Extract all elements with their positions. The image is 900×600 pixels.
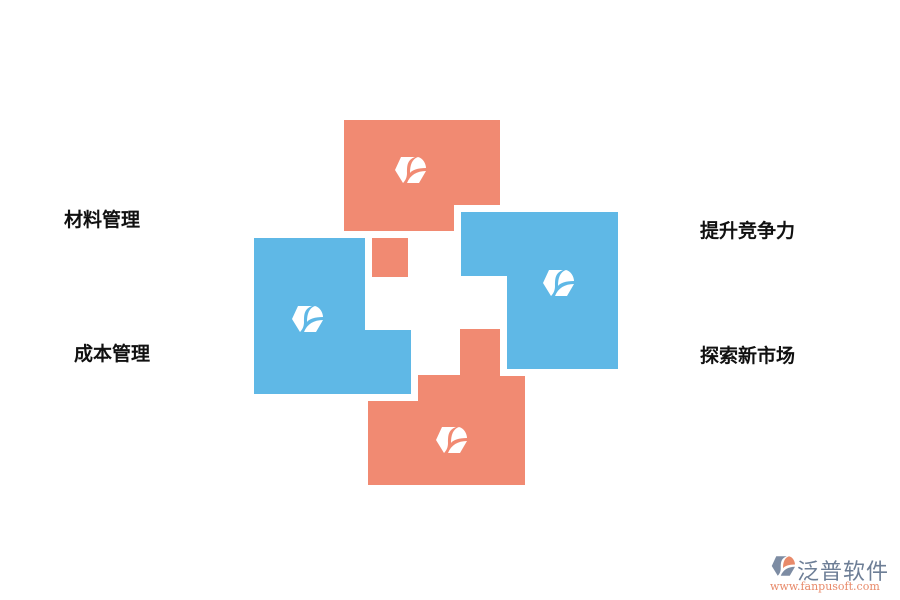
label-explore-new-market: 探索新市场 [700,345,796,367]
small-salmon-square [372,238,408,277]
label-improve-competitiveness: 提升竞争力 [700,220,796,242]
watermark-name: 泛普软件 [797,560,890,585]
watermark-url: www.fanpusoft.com [770,580,880,593]
label-cost-management: 成本管理 [74,343,151,365]
label-material-management: 材料管理 [64,209,141,231]
watermark-logo-icon [771,556,795,576]
bottom-salmon-block [368,329,525,485]
left-blue-block [254,238,411,394]
right-blue-block [461,212,618,369]
